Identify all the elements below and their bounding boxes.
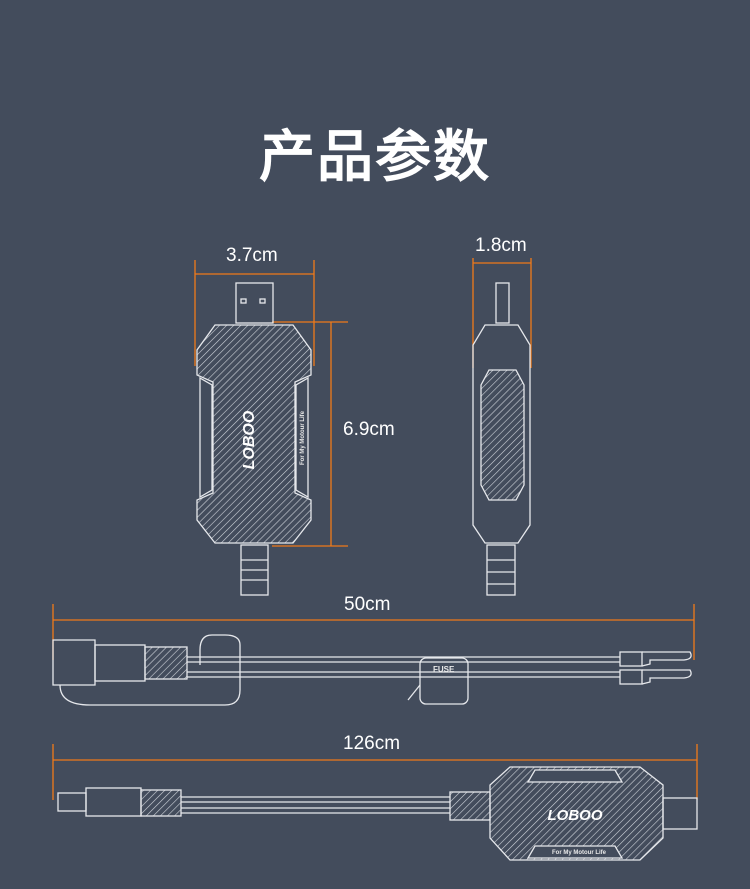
long-cable-with-charger: LOBOO (57, 766, 698, 861)
long-cable-length-label: 126cm (343, 733, 401, 754)
tagline-long-view: For My Motour Life (552, 850, 606, 856)
tagline-front: For My Motour Life (300, 411, 306, 465)
charger-front-view: LOBOO (196, 282, 312, 596)
thickness-dimension-label: 1.8cm (475, 235, 527, 256)
dimension-lines (52, 258, 698, 800)
short-cable-length-label: 50cm (344, 594, 391, 615)
page-title: 产品参数 (259, 125, 491, 190)
fuse-label: FUSE (433, 665, 455, 674)
height-dimension-label: 6.9cm (343, 419, 395, 440)
short-cable-with-fuse (52, 634, 692, 706)
width-dimension-label: 3.7cm (226, 245, 278, 266)
svg-text:LOBOO: LOBOO (241, 410, 258, 469)
svg-text:LOBOO: LOBOO (548, 807, 603, 824)
charger-side-view (472, 282, 531, 596)
